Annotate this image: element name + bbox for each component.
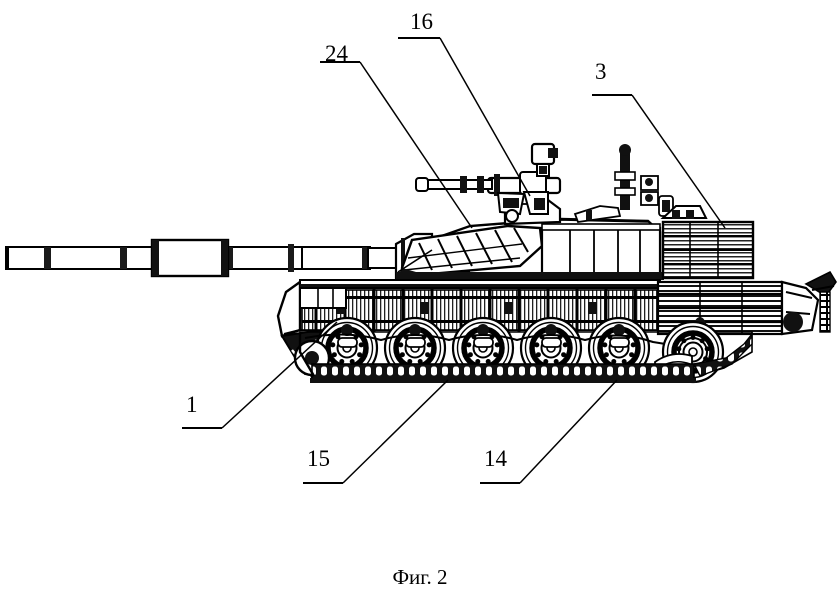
smoke-grenade-launchers <box>660 205 708 219</box>
leader-lines <box>221 37 726 484</box>
ref-label-14: 14 <box>484 446 507 471</box>
figure-caption: Фиг. 2 <box>392 565 448 589</box>
track-assembly <box>310 332 753 383</box>
turret-assembly <box>394 142 708 282</box>
running-gear <box>293 318 753 383</box>
antenna-cluster <box>573 144 674 223</box>
ref-label-16: 16 <box>410 9 433 34</box>
commanders-sight <box>530 142 558 177</box>
turret-stowage-boxes <box>540 223 662 277</box>
ref-label-1: 1 <box>186 392 198 417</box>
ref-label-3: 3 <box>595 59 607 84</box>
remote-machine-gun <box>415 142 562 223</box>
rear-slat-armor <box>661 220 755 280</box>
label-underlines <box>182 37 632 484</box>
rear-towing-fittings <box>780 270 837 336</box>
main-gun-barrel <box>5 238 397 278</box>
drive-sprocket <box>293 339 331 377</box>
ref-label-15: 15 <box>307 446 330 471</box>
thermal-sleeve <box>301 246 371 270</box>
ref-label-24: 24 <box>325 41 348 66</box>
bore-evacuator <box>150 238 230 278</box>
